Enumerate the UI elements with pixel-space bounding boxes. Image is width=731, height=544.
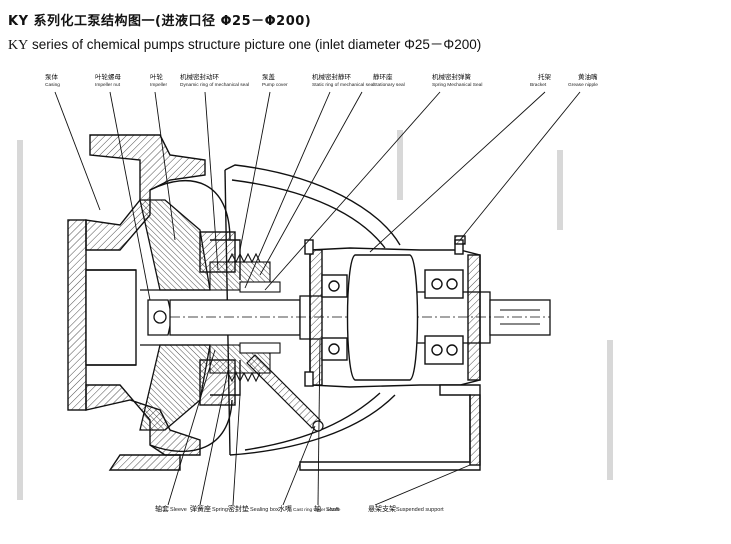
- label-shaft-en: Shaft: [326, 507, 339, 513]
- label-sleeve-en: Sleeve: [170, 507, 187, 513]
- label-stationary-seal-cn: 静环座: [373, 72, 393, 81]
- leader-lines-bottom: [167, 339, 471, 506]
- title-english-text: series of chemical pumps structure pictu…: [28, 37, 482, 52]
- label-spring-seat-en: Spring: [212, 507, 228, 513]
- top-labels: 泵体 Casing 叶轮螺母 Impeller nut 叶轮 Impeller …: [45, 72, 598, 88]
- label-pump-cover-en: Pump cover: [262, 82, 288, 88]
- label-sealing-box-en: Sealing box: [250, 507, 279, 513]
- label-pump-cover-cn: 泵盖: [262, 72, 276, 81]
- label-suspended-support-en: Suspended support: [396, 507, 444, 513]
- label-spring-seat-cn: 弹簧座: [190, 504, 211, 513]
- label-impeller-en: Impeller: [150, 82, 167, 88]
- label-water-nozzle-cn: 水嘴: [278, 504, 292, 513]
- label-sleeve-cn: 轴套: [155, 504, 169, 513]
- label-dynamic-ring-cn: 机械密封动环: [180, 72, 220, 81]
- label-bracket-cn: 托架: [538, 72, 552, 81]
- label-grease-nipple-cn: 黄油嘴: [578, 72, 598, 81]
- label-grease-nipple-en: Grease nipple: [568, 82, 598, 88]
- bearing-lower: [424, 335, 464, 365]
- label-impeller-nut-en: Impeller nut: [95, 82, 121, 88]
- label-bracket-en: Bracket: [530, 82, 547, 88]
- label-casing-en: Casing: [45, 82, 60, 88]
- label-water-nozzle-en: Cast ring water nozzle: [293, 507, 341, 513]
- title-english: KY series of chemical pumps structure pi…: [8, 33, 481, 54]
- bearing-front: [321, 274, 348, 361]
- label-impeller-cn: 叶轮: [150, 72, 164, 81]
- label-shaft-cn: 轴: [314, 504, 321, 513]
- bearing-upper: [424, 269, 464, 299]
- label-spring-seal-cn: 机械密封弹簧: [432, 72, 472, 81]
- bracket-drawing: [299, 235, 481, 471]
- mechanical-seal-drawing: [209, 252, 281, 383]
- title-english-prefix: KY: [8, 38, 29, 53]
- casing-drawing: [67, 134, 233, 471]
- leader-lines-top: [54, 91, 581, 301]
- label-casing-cn: 泵体: [45, 72, 59, 81]
- label-sealing-box-cn: 密封垫: [228, 504, 249, 513]
- background-watermark: [17, 130, 613, 500]
- title-chinese: KY 系列化工泵结构图一(进液口径 Φ25－Φ200): [8, 14, 312, 29]
- water-nozzle-drawing: [246, 354, 324, 432]
- label-stationary-seal-en: Stationary seal: [373, 82, 405, 88]
- label-dynamic-ring-en: Dynamic ring of mechanical seal: [180, 82, 249, 88]
- label-suspended-support-cn: 悬架支架: [368, 504, 396, 513]
- label-static-ring-cn: 机械密封静环: [312, 72, 352, 81]
- label-spring-seal-en: Spring Mechanical Seal: [432, 82, 482, 88]
- bottom-labels: 轴套 Sleeve 弹簧座 Spring 密封垫 Sealing box 水嘴 …: [155, 504, 444, 513]
- label-static-ring-en: Static ring of mechanical seal: [312, 82, 374, 88]
- label-impeller-nut-cn: 叶轮螺母: [95, 72, 122, 81]
